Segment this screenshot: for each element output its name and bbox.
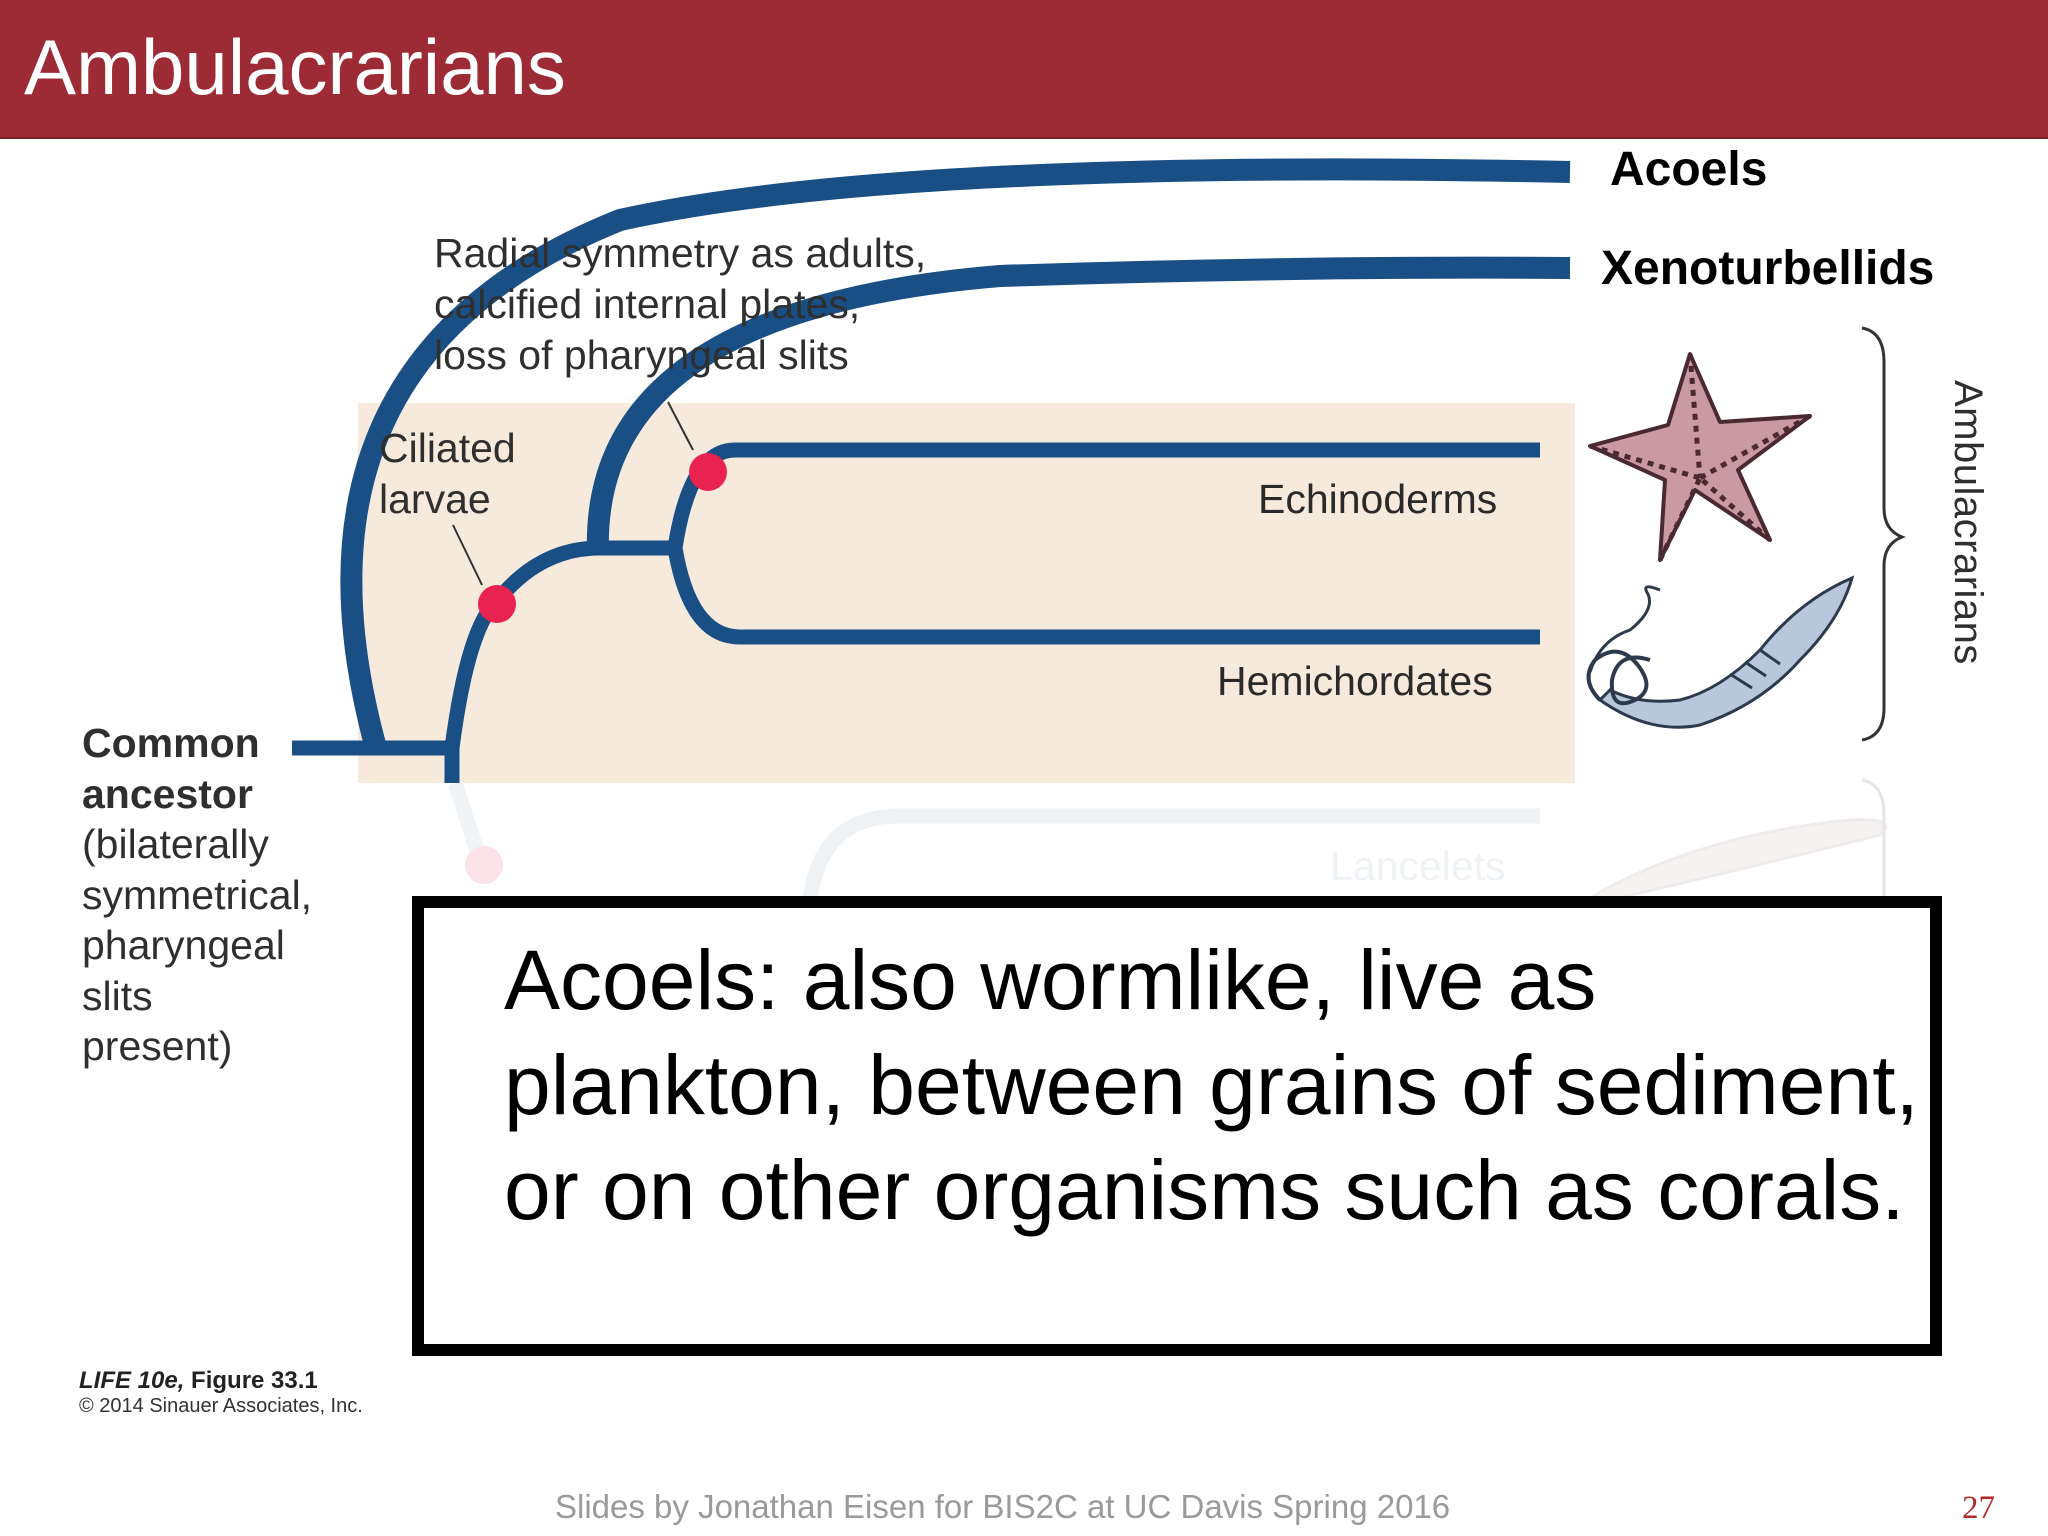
- title-bar: Ambulacrarians: [0, 0, 2048, 139]
- ancestor-line6: slits: [82, 972, 153, 1019]
- lancelet-icon: [1591, 818, 1888, 902]
- radial-pointer-line: [667, 401, 694, 451]
- ancestor-line2: ancestor: [82, 770, 253, 817]
- ciliated-pointer-line: [452, 524, 483, 586]
- slide-title: Ambulacrarians: [24, 23, 566, 111]
- ancestor-line3: (bilaterally: [82, 821, 269, 867]
- ancestor-line1: Common: [82, 720, 260, 766]
- ciliated-larvae-dot: [478, 585, 516, 623]
- radial-label-line3: loss of pharyngeal slits: [434, 332, 849, 378]
- tip-label-echinoderms: Echinoderms: [1258, 476, 1498, 522]
- faded-trait-dot: [465, 846, 503, 884]
- common-ancestor-label: Common ancestor (bilaterally symmetrical…: [82, 718, 312, 1072]
- radial-symmetry-label: Radial symmetry as adults, calcified int…: [434, 228, 926, 381]
- ancestor-line5: pharyngeal: [82, 922, 285, 968]
- ancestor-line4: symmetrical,: [82, 871, 313, 918]
- tip-label-xenoturbellids: Xenoturbellids: [1601, 242, 1935, 295]
- page-number: 27: [1962, 1490, 1995, 1526]
- radial-label-line2: calcified internal plates,: [434, 281, 861, 327]
- radial-symmetry-dot: [689, 453, 727, 491]
- acoel-branch: [340, 158, 1571, 751]
- callout-box: Acoels: also wormlike, live as plankton,…: [412, 896, 1942, 1356]
- acorn-worm-icon: [1586, 575, 1855, 729]
- tip-label-lancelets: Lancelets: [1330, 843, 1506, 889]
- tip-label-hemichordates: Hemichordates: [1217, 658, 1493, 704]
- hemichordate-branch: [667, 546, 1540, 645]
- faded-brace: [1861, 778, 1886, 900]
- figure-credit: LIFE 10e, Figure 33.1 © 2014 Sinauer Ass…: [79, 1367, 363, 1418]
- slide-footer: Slides by Jonathan Eisen for BIS2C at UC…: [555, 1488, 1451, 1525]
- ciliated-label-line2: larvae: [379, 476, 491, 522]
- tip-label-acoels: Acoels: [1610, 143, 1768, 196]
- radial-label-line1: Radial symmetry as adults,: [434, 230, 927, 276]
- faded-lancelet-branch: [802, 808, 1540, 902]
- ciliated-larvae-label: Ciliated larvae: [379, 423, 516, 525]
- credit-figure: Figure 33.1: [191, 1367, 318, 1394]
- ambulacrarian-brace: [1861, 326, 1907, 742]
- credit-book: LIFE 10e,: [79, 1367, 185, 1394]
- xenoturbellid-branch: [586, 256, 1571, 553]
- sea-star-icon: [1588, 352, 1812, 562]
- highlight-region: [358, 403, 1575, 783]
- credit-line1: LIFE 10e, Figure 33.1: [79, 1367, 363, 1395]
- credit-copyright: © 2014 Sinauer Associates, Inc.: [79, 1395, 363, 1417]
- clade-label-ambulacrarians: Ambulacrarians: [1946, 380, 1990, 665]
- faded-stem: [447, 780, 488, 863]
- callout-text: Acoels: also wormlike, live as plankton,…: [504, 933, 1919, 1237]
- ciliated-label-line1: Ciliated: [379, 425, 516, 471]
- ancestor-line7: present): [82, 1023, 233, 1069]
